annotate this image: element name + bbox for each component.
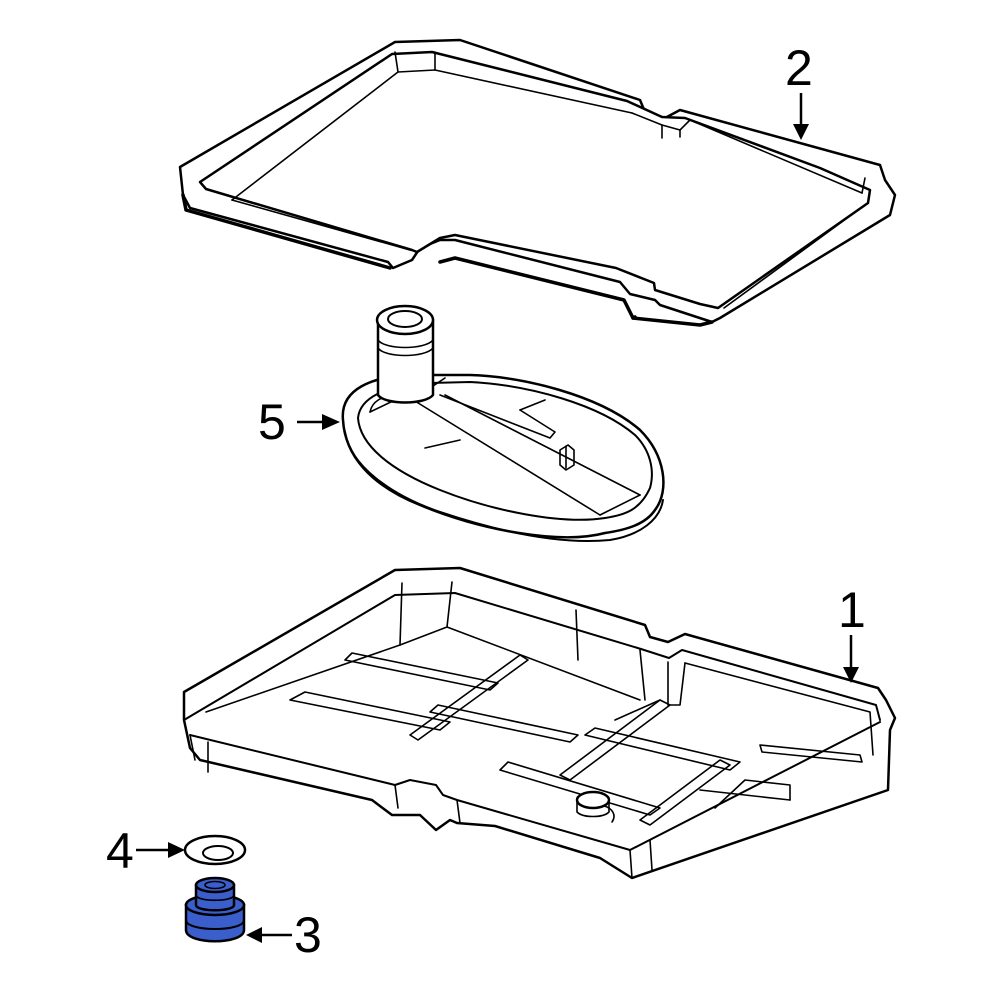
callout-1-label: 1 xyxy=(838,582,866,638)
callout-arrows xyxy=(136,93,859,943)
washer-part[interactable] xyxy=(183,834,247,866)
filter-part[interactable] xyxy=(341,304,665,543)
callout-4-label: 4 xyxy=(106,823,134,879)
callout-2-label: 2 xyxy=(785,40,813,96)
oil-pan-part[interactable] xyxy=(182,566,897,880)
gasket-part[interactable] xyxy=(178,38,897,327)
callout-5-label: 5 xyxy=(258,394,286,450)
callout-3-label: 3 xyxy=(294,907,322,963)
drain-plug-part[interactable] xyxy=(184,876,246,943)
